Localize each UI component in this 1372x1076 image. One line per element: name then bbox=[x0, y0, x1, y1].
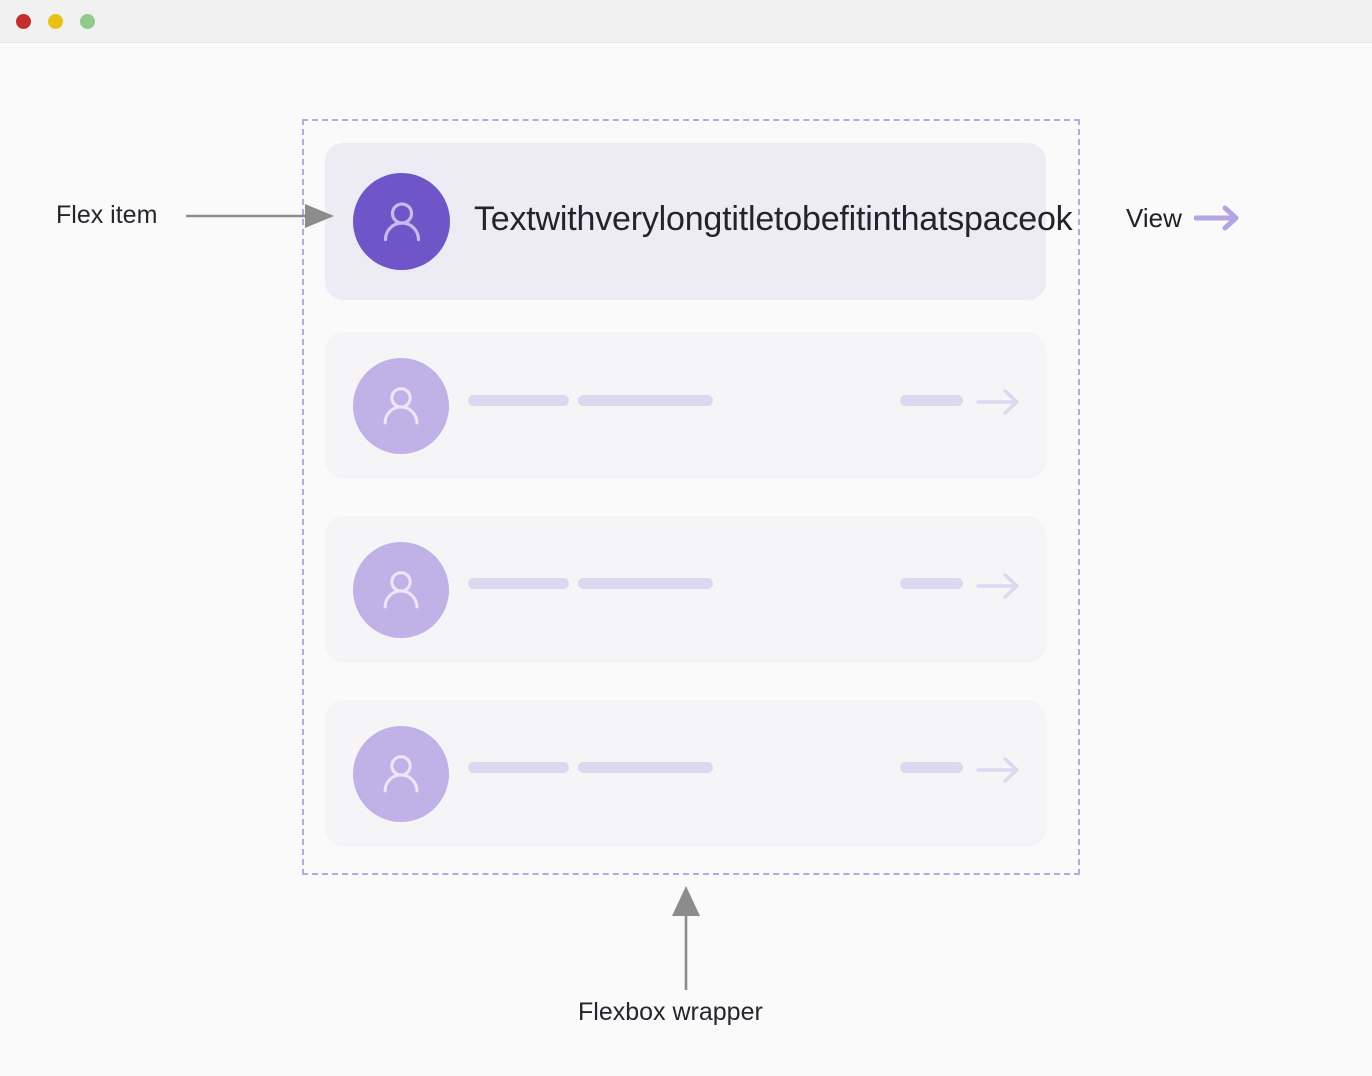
arrow-right-icon bbox=[1193, 205, 1240, 231]
placeholder-bar bbox=[578, 395, 713, 406]
annotation-arrow-right-icon bbox=[186, 200, 336, 232]
placeholder-bar-action bbox=[900, 762, 963, 773]
placeholder-bar bbox=[468, 395, 569, 406]
traffic-light-minimize-icon[interactable] bbox=[48, 14, 63, 29]
annotation-arrow-up-icon bbox=[664, 886, 708, 992]
flexbox-wrapper bbox=[302, 119, 1080, 875]
view-link[interactable]: View bbox=[1126, 200, 1240, 236]
arrow-right-icon bbox=[976, 570, 1020, 602]
placeholder-bar-action bbox=[900, 395, 963, 406]
arrow-right-icon bbox=[976, 386, 1020, 418]
arrow-right-icon bbox=[976, 754, 1020, 786]
user-avatar-icon bbox=[353, 726, 449, 822]
placeholder-bar bbox=[468, 578, 569, 589]
annotation-label-flexbox-wrapper: Flexbox wrapper bbox=[578, 998, 763, 1026]
placeholder-bar bbox=[578, 578, 713, 589]
traffic-light-maximize-icon[interactable] bbox=[80, 14, 95, 29]
placeholder-bar bbox=[578, 762, 713, 773]
annotation-label-flex-item: Flex item bbox=[56, 201, 158, 229]
flex-item-title: Textwithverylongtitletobefitinthatspaceo… bbox=[474, 200, 1073, 238]
user-avatar-icon bbox=[353, 542, 449, 638]
user-avatar-icon bbox=[353, 173, 450, 270]
view-link-label: View bbox=[1126, 203, 1182, 233]
placeholder-bar bbox=[468, 762, 569, 773]
window-titlebar bbox=[0, 0, 1372, 43]
user-avatar-icon bbox=[353, 358, 449, 454]
placeholder-bar-action bbox=[900, 578, 963, 589]
traffic-light-close-icon[interactable] bbox=[16, 14, 31, 29]
